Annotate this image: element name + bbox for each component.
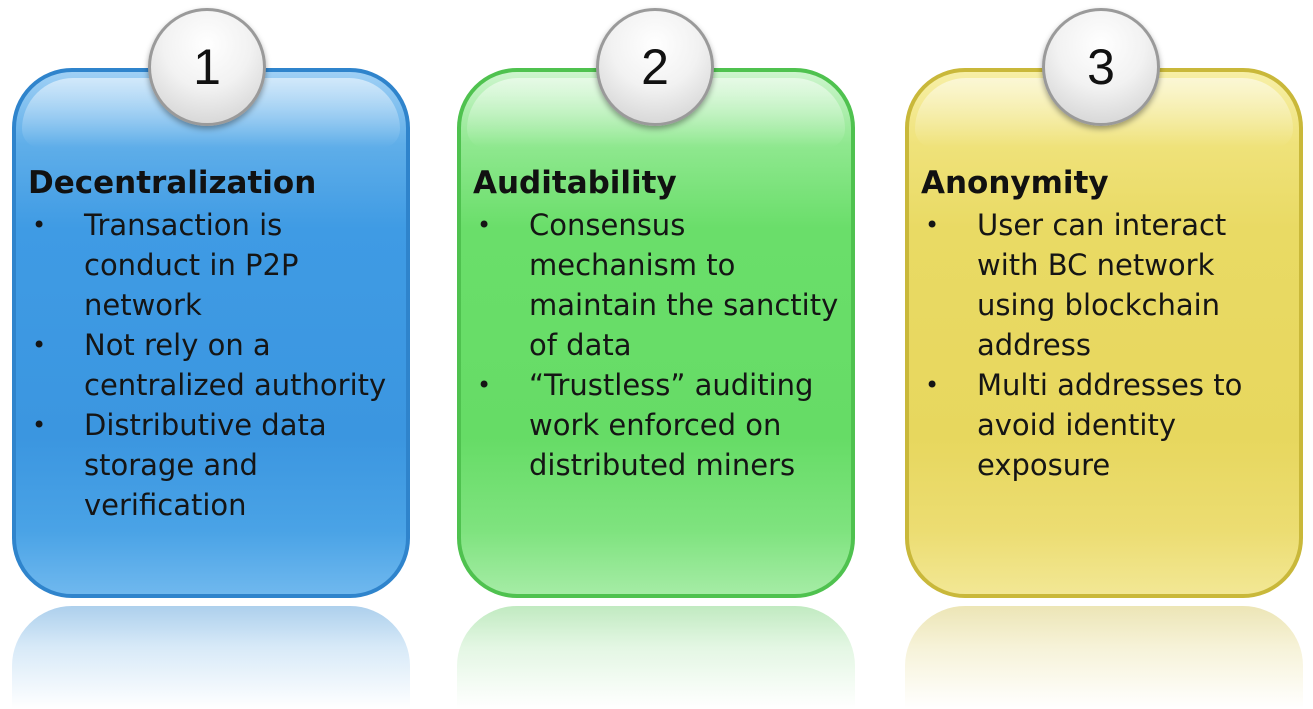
card-2-reflection — [457, 606, 855, 709]
bullet-text: Consensus mechanism to maintain the sanc… — [529, 208, 839, 362]
card-bullet-item: • User can interact with BC network using… — [913, 205, 1299, 365]
card-3-reflection — [905, 606, 1303, 709]
card-bullet-item: • Distributive data storage and verificat… — [20, 405, 406, 525]
step-number-badge: 3 — [1042, 8, 1160, 126]
bullet-text: Transaction is conduct in P2P network — [84, 208, 299, 322]
card-bullet-item: • “Trustless” auditing work enforced on d… — [465, 365, 851, 485]
bullet-icon: • — [32, 331, 47, 359]
card-heading: Auditability — [473, 165, 677, 201]
card-anonymity: Anonymity • User can interact with BC net… — [905, 68, 1303, 598]
step-number-badge: 1 — [148, 8, 266, 126]
card-decentralization: Decentralization • Transaction is conduct… — [12, 68, 410, 598]
bullet-icon: • — [477, 371, 492, 399]
bullet-text: Multi addresses to avoid identity exposu… — [977, 368, 1243, 482]
card-heading: Decentralization — [28, 165, 317, 201]
card-bullet-item: • Not rely on a centralized authority — [20, 325, 406, 405]
card-bullet-list: • Transaction is conduct in P2P network •… — [20, 205, 406, 525]
bullet-icon: • — [32, 211, 47, 239]
card-heading: Anonymity — [921, 165, 1109, 201]
bullet-text: Distributive data storage and verificati… — [84, 408, 327, 522]
card-bullet-item: • Transaction is conduct in P2P network — [20, 205, 406, 325]
card-bullet-list: • Consensus mechanism to maintain the san… — [465, 205, 851, 485]
bullet-text: “Trustless” auditing work enforced on di… — [529, 368, 814, 482]
bullet-icon: • — [925, 371, 940, 399]
card-bullet-list: • User can interact with BC network using… — [913, 205, 1299, 485]
bullet-text: Not rely on a centralized authority — [84, 328, 387, 402]
card-1-reflection — [12, 606, 410, 709]
bullet-icon: • — [32, 411, 47, 439]
step-number-badge: 2 — [596, 8, 714, 126]
card-bullet-item: • Consensus mechanism to maintain the san… — [465, 205, 851, 365]
card-auditability: Auditability • Consensus mechanism to mai… — [457, 68, 855, 598]
bullet-text: User can interact with BC network using … — [977, 208, 1227, 362]
bullet-icon: • — [925, 211, 940, 239]
bullet-icon: • — [477, 211, 492, 239]
card-bullet-item: • Multi addresses to avoid identity expos… — [913, 365, 1299, 485]
